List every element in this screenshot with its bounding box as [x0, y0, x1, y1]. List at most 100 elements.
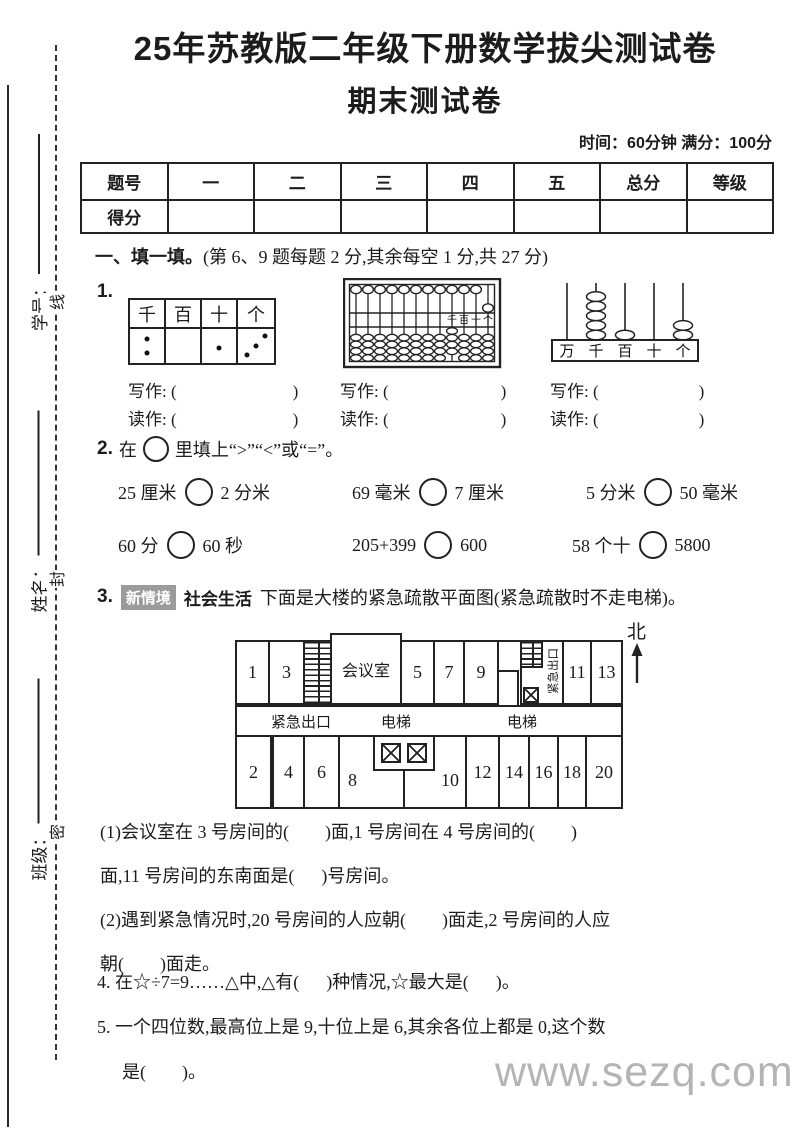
- abacus-lower-bead: [349, 347, 363, 356]
- rack-bead: [585, 291, 607, 303]
- abacus-beam-label: 千: [447, 315, 457, 327]
- compare-circle: [424, 531, 453, 559]
- compare-right: 5800: [674, 534, 711, 555]
- stair-divider: [531, 642, 534, 666]
- abacus-lower-bead: [469, 333, 483, 342]
- abacus-lower-bead: [481, 347, 495, 356]
- abacus-lower-bead: [397, 354, 411, 362]
- room-cell: 16: [528, 735, 559, 809]
- paren-close: ): [698, 410, 705, 429]
- score-empty-cell: [512, 199, 601, 234]
- abacus-lower-bead: [421, 347, 435, 356]
- pv-dots-cell: [202, 329, 236, 363]
- compare-circle: [184, 478, 213, 506]
- label: 读作: (: [340, 410, 389, 429]
- compare-left: 205+399: [352, 534, 417, 555]
- rack-bead: [585, 300, 607, 312]
- section-one-title: 一、填一填。: [95, 247, 203, 267]
- score-empty-cell: [166, 199, 255, 234]
- abacus-upper-bead: [457, 284, 471, 295]
- score-table-header-row: 题号一二三四五总分等级: [80, 162, 774, 201]
- meeting-room: 会议室: [330, 633, 402, 705]
- pv-header-cell: 十: [202, 300, 236, 329]
- abacus-lower-bead: [421, 333, 435, 342]
- abacus-upper-bead: [385, 284, 399, 295]
- abacus-lower-bead: [385, 333, 399, 342]
- abacus-upper-bead: [349, 284, 363, 295]
- compare-circle: [638, 531, 667, 559]
- q5-line2: 是( )。: [122, 1062, 206, 1082]
- label: 读作: (: [128, 410, 177, 429]
- label: 写作: (: [550, 382, 599, 401]
- rack-bead: [585, 329, 607, 341]
- compare-right: 600: [460, 534, 488, 555]
- seal-char-mi: 密: [41, 822, 72, 842]
- elevator-x-icon: [381, 743, 401, 763]
- abacus-lower-bead: [409, 354, 423, 362]
- abacus-beam-label: 个: [483, 315, 493, 327]
- north-arrow-icon: [631, 643, 643, 683]
- stair-divider: [317, 642, 320, 703]
- name-blank: [37, 410, 39, 556]
- room-cell: 5: [400, 640, 435, 705]
- abacus-lower-bead: [409, 347, 423, 356]
- q3-number: 3.: [97, 586, 113, 607]
- pv-dot: [244, 352, 250, 358]
- abacus-lower-bead: [409, 340, 423, 349]
- abacus-lower-bead: [481, 333, 495, 342]
- compare-right: 7 厘米: [454, 483, 505, 503]
- read-as-line: 读作: (): [340, 405, 506, 430]
- abacus-lower-bead: [349, 354, 363, 362]
- score-empty-cell: [426, 199, 515, 234]
- abacus-lower-bead: [385, 347, 399, 356]
- score-header-cell: 四: [426, 162, 515, 201]
- section-one-note: (第 6、9 题每题 2 分,其余每空 1 分,共 27 分): [203, 247, 548, 267]
- abacus-lower-bead: [361, 333, 375, 342]
- pv-dot: [262, 333, 268, 339]
- elevator-label: 电梯: [381, 715, 412, 731]
- q3-tag: 社会生活: [183, 589, 252, 609]
- rack-base-label: 十: [646, 343, 661, 360]
- abacus-upper-bead: [373, 284, 387, 295]
- score-header-cell: 总分: [599, 162, 688, 201]
- step-wall: [497, 670, 519, 705]
- abacus-outer-frame: [343, 278, 502, 369]
- write-as-line: 写作: (): [128, 377, 298, 402]
- q3-sub2-line2: 朝( )面走。: [100, 954, 220, 974]
- abacus-lower-bead: [361, 340, 375, 349]
- pv-header-cell: 千: [130, 300, 164, 329]
- elevator-x-icon: [523, 687, 539, 703]
- pv-header-cell: 百: [166, 300, 200, 329]
- room-cell: 7: [433, 640, 465, 705]
- score-table: 题号一二三四五总分等级得分: [80, 162, 774, 234]
- score-empty-cell: [685, 199, 774, 234]
- emergency-exit-vertical-label: 紧急出口: [548, 648, 560, 694]
- abacus-lower-bead: [409, 333, 423, 342]
- abacus-lower-bead: [433, 333, 447, 342]
- watermark: www.sezq.com: [495, 1048, 794, 1096]
- abacus-lower-bead: [349, 333, 363, 342]
- abacus-lower-bead: [457, 347, 471, 356]
- compare-left: 25 厘米: [118, 483, 177, 503]
- rack-bead: [614, 329, 636, 341]
- q3-sub1-line1: (1)会议室在 3 号房间的( )面,1 号房间在 4 号房间的( ): [100, 822, 577, 842]
- room-cell: 13: [590, 640, 623, 705]
- page-edge-line: [7, 85, 9, 1127]
- write-as-line: 写作: (): [340, 377, 506, 402]
- pv-dots-cell: [238, 329, 274, 363]
- q4-text: 4. 在☆÷7=9……△中,△有( )种情况,☆最大是( )。: [97, 972, 520, 992]
- abacus-lower-bead: [421, 340, 435, 349]
- time-score-info: 时间：60分钟 满分：100分: [579, 135, 772, 152]
- abacus-upper-bead: [409, 284, 423, 295]
- new-context-badge: 新情境: [120, 584, 176, 610]
- north-label: 北: [627, 622, 647, 643]
- rack-base-label: 个: [675, 343, 690, 360]
- abacus-lower-bead: [385, 354, 399, 362]
- room-cell: 4: [272, 735, 305, 809]
- abacus-lower-bead: [433, 340, 447, 349]
